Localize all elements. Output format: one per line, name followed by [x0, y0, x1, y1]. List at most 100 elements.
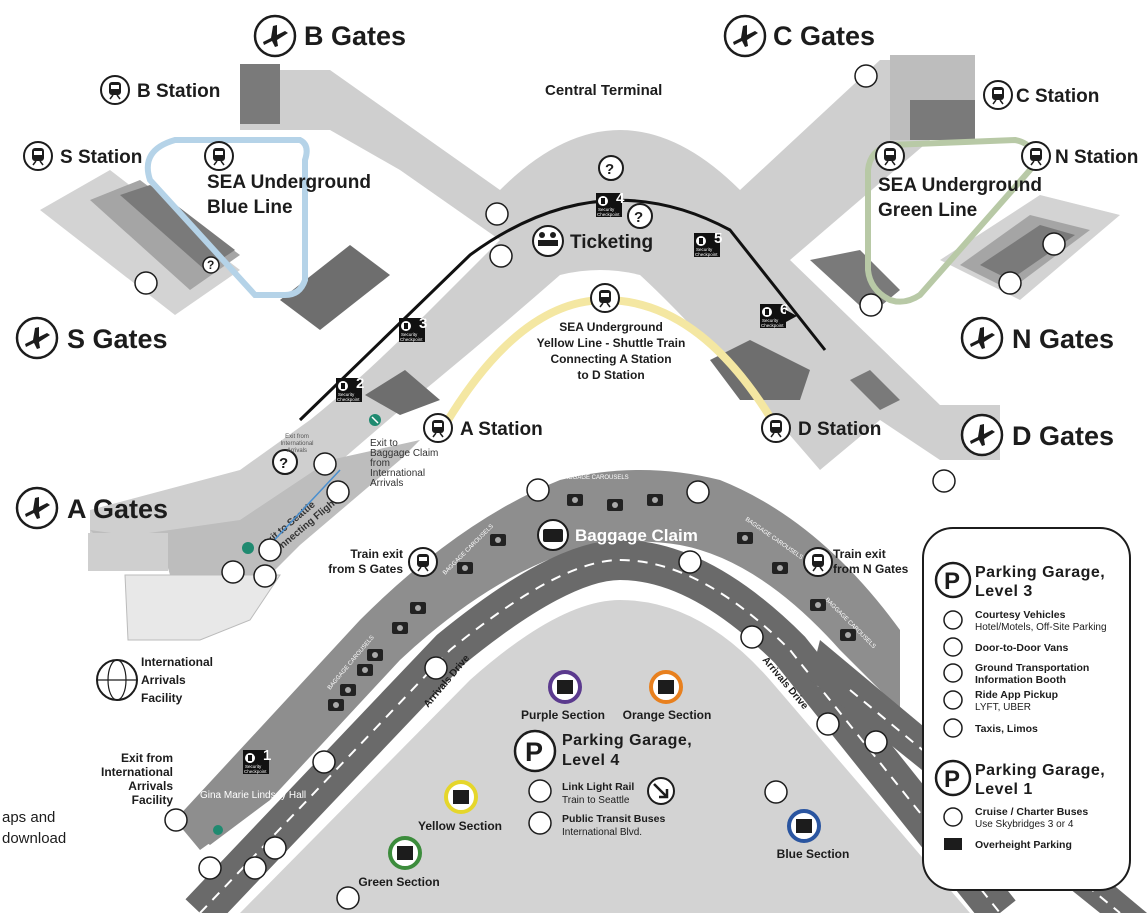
svg-text:1: 1 — [263, 747, 271, 764]
intl-arrivals-icon — [164, 808, 188, 832]
carousel-icon — [810, 599, 826, 611]
bicycle-icon — [312, 750, 336, 774]
legend-item-title: Ground Transportation — [975, 662, 1089, 674]
exit-facility-label-1: Exit from — [121, 751, 173, 765]
ticketing-icon — [532, 225, 564, 257]
svg-text:Security: Security — [245, 764, 262, 769]
wheelchair-icon — [258, 538, 282, 562]
s-gates-label: S Gates — [67, 324, 168, 354]
restroom-icon — [526, 478, 550, 502]
train-icon — [408, 547, 438, 577]
svg-text:Security: Security — [401, 332, 418, 337]
svg-text:2: 2 — [356, 375, 364, 392]
carousel-icon — [392, 622, 408, 634]
exit-facility-label-4: Facility — [132, 793, 174, 807]
exit-intl-label-3: Arrivals — [287, 448, 307, 454]
intl-facility-label-1: International — [141, 655, 213, 669]
green-line-label-1: SEA Underground — [878, 175, 1042, 196]
svg-text:4: 4 — [616, 190, 625, 207]
airplane-icon — [960, 316, 1004, 360]
level1-title-2: Level 1 — [975, 781, 1033, 798]
yellow-section-icon — [444, 780, 478, 814]
d-gates-label: D Gates — [1012, 421, 1114, 451]
info-icon: ? — [202, 256, 220, 274]
svg-text:?: ? — [634, 209, 643, 226]
exit-facility-label-3: Arrivals — [128, 779, 173, 793]
bus-icon — [528, 811, 552, 835]
a-station-label: A Station — [460, 419, 543, 440]
parking-icon: P — [934, 561, 972, 599]
legend-item-sub: Information Booth — [975, 674, 1066, 686]
globe-plane-icon — [96, 659, 138, 701]
legend-item-title: Overheight Parking — [975, 839, 1072, 851]
train-icon — [23, 141, 53, 171]
svg-text:Security: Security — [762, 318, 779, 323]
legend-item-title: Taxis, Limos — [975, 723, 1038, 735]
blue-section-label: Blue Section — [777, 847, 850, 861]
parking-garage-area — [240, 600, 970, 913]
bicycle-icon — [740, 625, 764, 649]
checkpoint-2: 2 Security Checkpoint — [336, 375, 364, 402]
info-booth-icon — [943, 663, 963, 683]
baggage-icon — [537, 519, 569, 551]
blue-section-icon — [787, 809, 821, 843]
train-icon — [590, 283, 620, 313]
legend-item-title: Courtesy Vehicles — [975, 609, 1066, 621]
train-exit-s-1: Train exit — [350, 547, 403, 561]
family-room-icon — [854, 64, 878, 88]
carousel-icon — [340, 684, 356, 696]
svg-text:?: ? — [207, 258, 214, 272]
family-room-icon — [134, 271, 158, 295]
family-room-icon — [932, 469, 956, 493]
intl-facility-label-3: Facility — [141, 691, 183, 705]
exit-icon — [242, 542, 254, 554]
n-gates-label: N Gates — [1012, 324, 1114, 354]
bus-icon — [243, 856, 267, 880]
exit-intl-label-2: International — [280, 441, 313, 447]
svg-text:P: P — [525, 737, 543, 767]
airplane-icon — [253, 14, 297, 58]
svg-text:5: 5 — [714, 230, 722, 247]
legend-box — [922, 527, 1131, 891]
carousels-label: BAGGAGE CAROUSELS — [560, 475, 629, 481]
checkpoint-6: 6 Security Checkpoint — [760, 301, 797, 328]
green-section-icon — [388, 836, 422, 870]
parking-icon: P — [513, 729, 557, 773]
svg-text:Security: Security — [338, 392, 355, 397]
light-rail-icon — [528, 779, 552, 803]
b-gates-label: B Gates — [304, 21, 406, 51]
carousel-icon — [357, 664, 373, 676]
train-icon — [204, 141, 234, 171]
intl-facility-label-2: Arrivals — [141, 673, 186, 687]
level1-title-1: Parking Garage, — [975, 762, 1105, 779]
family-room-icon — [998, 271, 1022, 295]
legend-item-title: Door-to-Door Vans — [975, 642, 1068, 654]
info-icon: ? — [627, 203, 653, 229]
bicycle-icon — [764, 780, 788, 804]
van-icon — [943, 637, 963, 657]
pet-area-icon — [864, 730, 888, 754]
airplane-icon — [960, 413, 1004, 457]
svg-text:Security: Security — [598, 207, 615, 212]
bicycle-icon — [336, 886, 360, 910]
smoking-icon — [198, 856, 222, 880]
exit-baggage-label-4: International — [370, 468, 425, 479]
ride-app-icon — [943, 690, 963, 710]
exit-facility-label-2: International — [101, 765, 173, 779]
d-station-label: D Station — [798, 419, 881, 440]
dining-icon — [1042, 232, 1066, 256]
s-station-label: S Station — [60, 147, 142, 168]
airplane-icon — [15, 486, 59, 530]
svg-text:?: ? — [605, 161, 614, 178]
arrow-down-right-icon — [647, 777, 675, 805]
purple-section-label: Purple Section — [521, 708, 605, 722]
link-rail-label-2: Train to Seattle — [562, 795, 630, 806]
carousel-icon — [410, 602, 426, 614]
c-gates-label: C Gates — [773, 21, 875, 51]
car-icon — [263, 836, 287, 860]
level3-title-2: Level 3 — [975, 583, 1033, 600]
svg-text:3: 3 — [419, 315, 427, 332]
svg-text:Checkpoint: Checkpoint — [244, 769, 267, 774]
bicycle-icon — [686, 480, 710, 504]
charter-bus-icon — [943, 807, 963, 827]
